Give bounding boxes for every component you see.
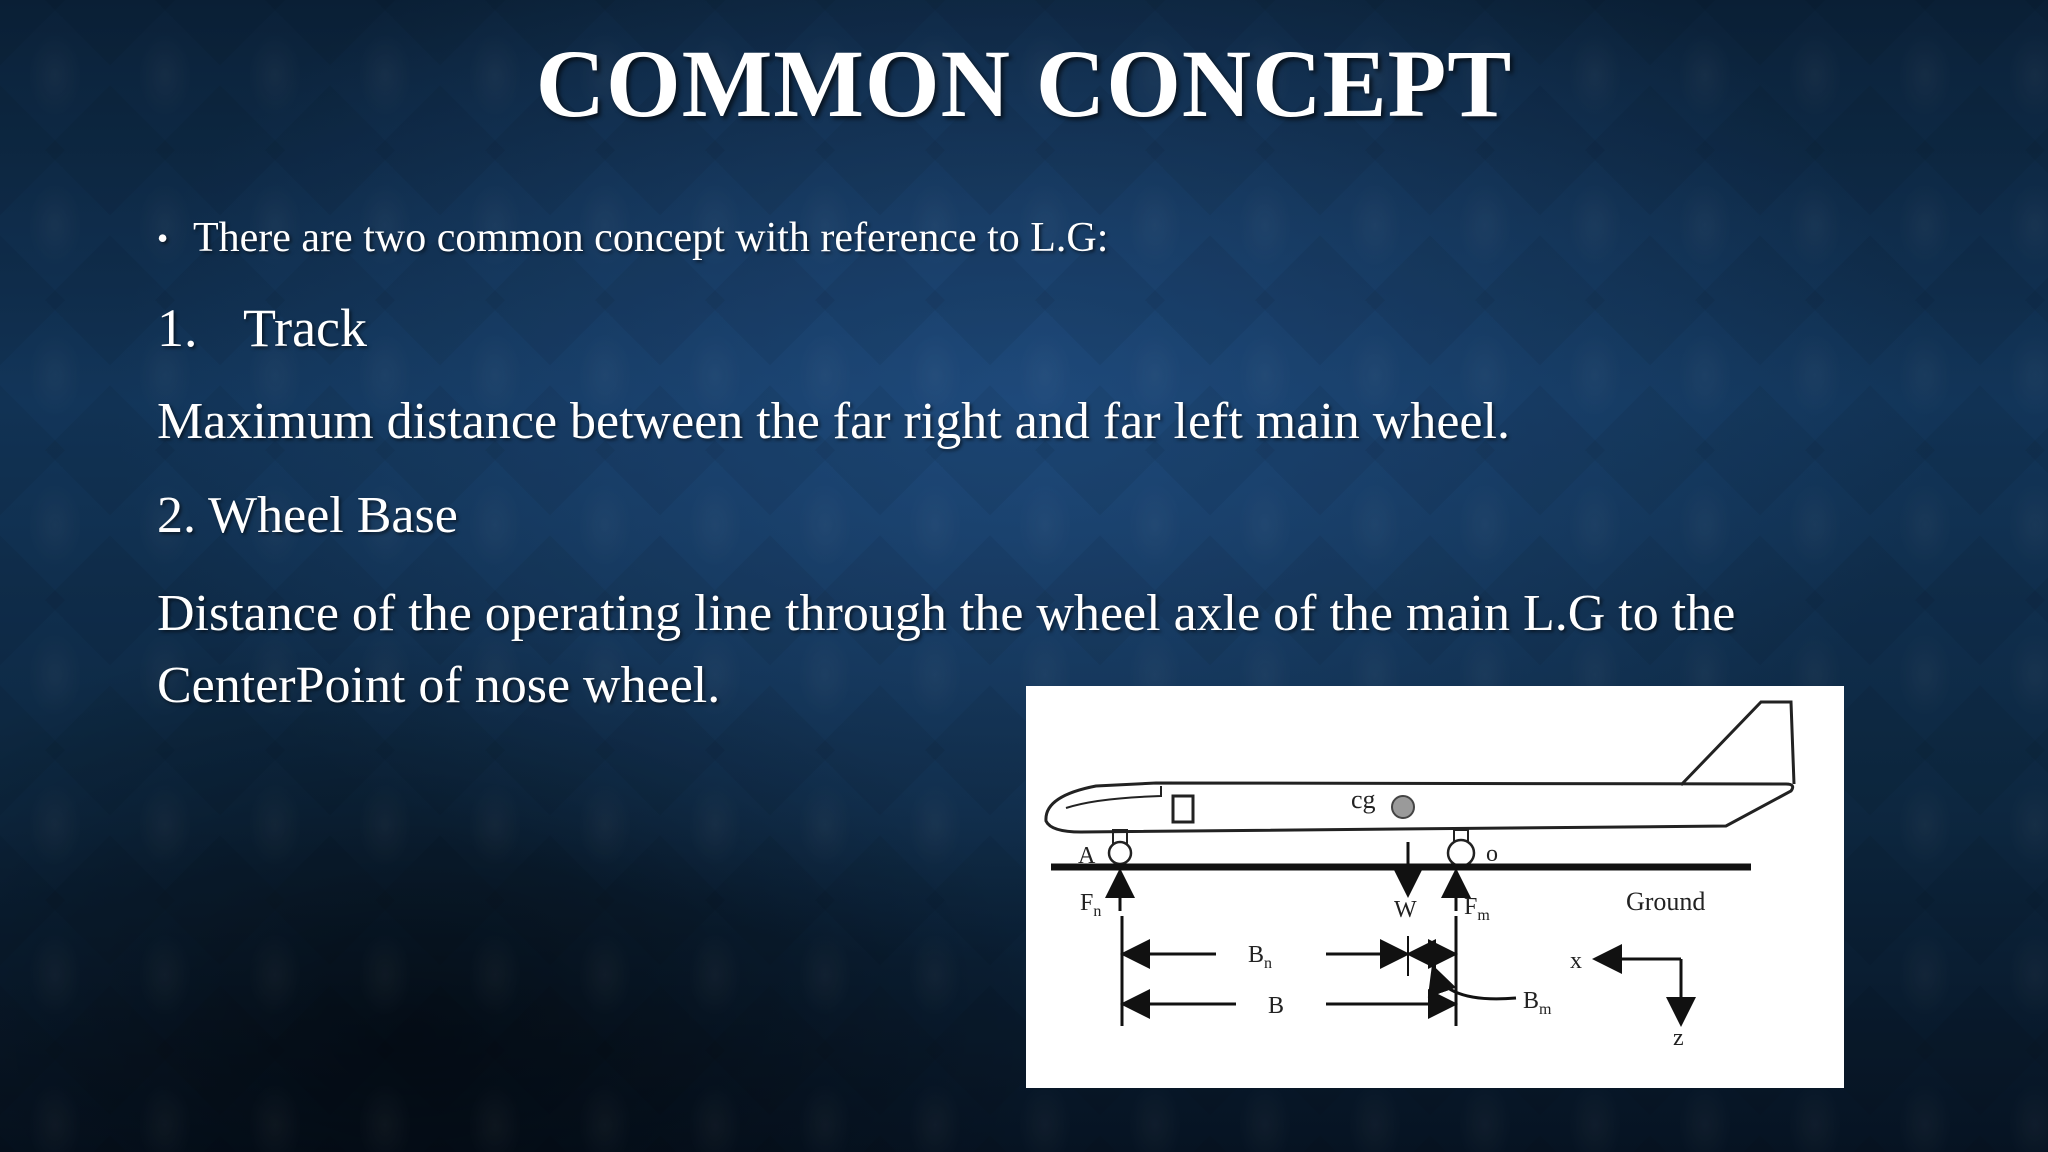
fuselage-outline [1044,781,1795,834]
bullet-icon: • [157,220,169,256]
cg-marker-icon [1391,795,1415,819]
weight-label: W [1394,897,1417,923]
item-track-heading: 1. Track [157,296,1917,360]
cockpit-window [1065,786,1162,809]
wheel-base-heading: 2. Wheel Base [157,487,458,544]
wheel-base-definition-text: Distance of the operating line through t… [157,585,1736,714]
landing-gear-diagram: cg A o Ground Fn W Fm Bn Bm [1026,686,1844,1088]
bm-label: Bm [1523,988,1552,1018]
nose-wheel-icon [1107,840,1133,866]
point-a-label: A [1078,843,1096,869]
item-track-number: 1. [157,298,198,358]
ground-label: Ground [1626,887,1705,916]
bm-leader-line [1427,964,1517,1001]
x-axis-label: x [1570,948,1582,974]
bn-label: Bn [1248,942,1272,972]
b-label: B [1268,993,1284,1019]
tail-fin [1679,700,1796,787]
cg-label: cg [1351,785,1376,814]
point-o-label: o [1486,841,1498,867]
nose-force-label: Fn [1080,890,1101,920]
fuselage-door [1171,794,1195,824]
intro-bullet: • There are two common concept with refe… [157,208,1917,268]
item-track-label: Track [243,298,368,358]
wheel-base-definition: Distance of the operating line through t… [157,578,1917,722]
slide-title: COMMON CONCEPT [535,30,1513,137]
main-force-label: Fm [1464,894,1490,924]
main-wheel-icon [1446,838,1476,868]
intro-bullet-text: There are two common concept with refere… [193,215,1109,261]
slide-content: • There are two common concept with refe… [157,208,1917,722]
landing-gear-svg: cg A o Ground Fn W Fm Bn Bm [1044,700,1796,1051]
z-axis-label: z [1673,1025,1684,1051]
track-definition: Maximum distance between the far right a… [157,393,1510,450]
